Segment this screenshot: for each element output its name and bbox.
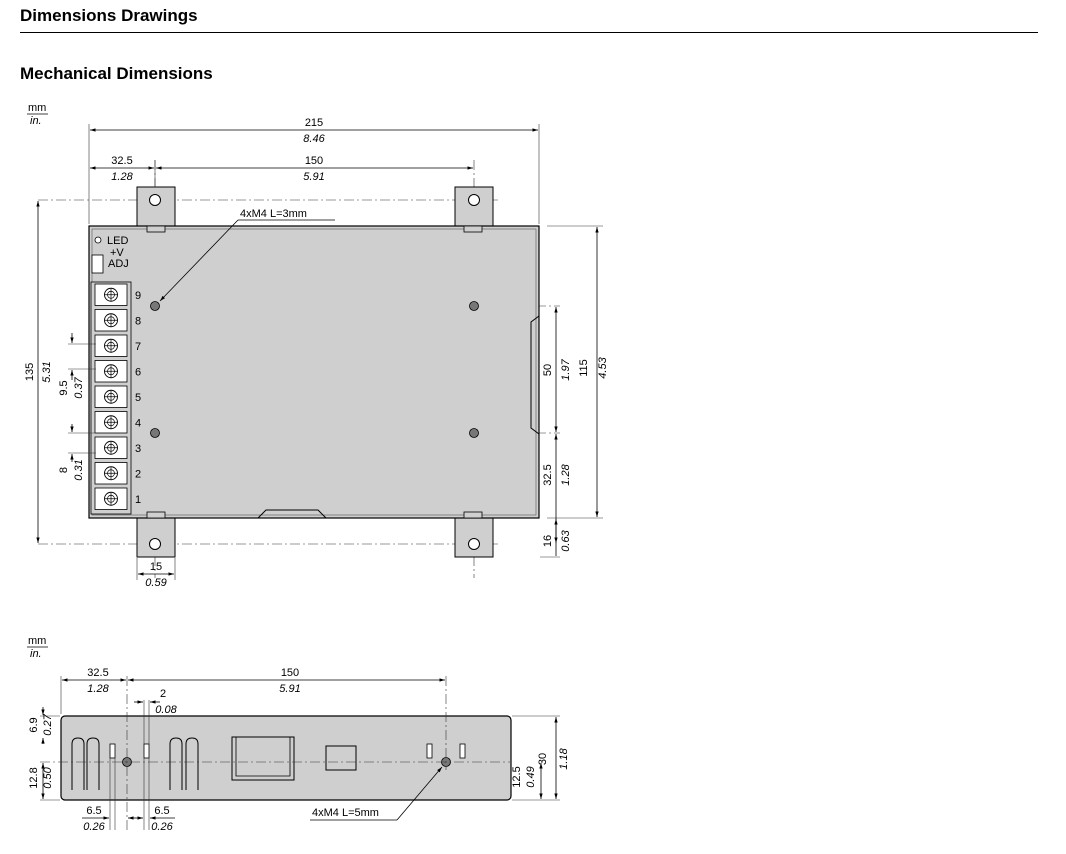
- terminal-number-label: 1: [135, 494, 141, 506]
- side-dim-offset-left-in: 1.28: [87, 683, 109, 695]
- dim-hole-spacing-mm: 150: [305, 155, 323, 167]
- dim-hole-vertical-in: 1.97: [560, 358, 572, 380]
- terminal-number-label: 6: [135, 366, 141, 378]
- dim-overall-height-mm: 135: [24, 363, 36, 381]
- dim-hole-spacing-in: 5.91: [303, 171, 324, 183]
- mounting-flange: [136, 186, 494, 558]
- dim-flange-width-mm: 15: [150, 561, 162, 573]
- adj-label: ADJ: [108, 258, 129, 270]
- terminal-number-label: 9: [135, 290, 141, 302]
- dim-body-height-in: 4.53: [597, 356, 609, 378]
- terminal-number-label: 3: [135, 443, 141, 455]
- section-heading: Mechanical Dimensions: [20, 64, 213, 83]
- led-label: LED: [107, 235, 128, 247]
- side-dim-total-height-in: 1.18: [558, 747, 570, 769]
- connector-outline: [231, 736, 295, 781]
- side-dim-total-height-mm: 30: [537, 753, 549, 765]
- side-dim-hole-height-right-in: 0.49: [525, 766, 537, 787]
- unit-inch-label: in.: [30, 648, 42, 660]
- side-view: mm in. 32.5 1.28 150 5.91: [27, 635, 570, 833]
- side-dim-top-offset-in: 0.27: [42, 713, 54, 735]
- dim-overall-height-in: 5.31: [41, 361, 53, 382]
- dim-terminal-offset-mm: 8: [58, 467, 70, 473]
- adj-v-label: +V: [110, 247, 124, 259]
- title-divider: [20, 32, 1038, 33]
- side-dim-slot-right-in: 0.26: [151, 821, 173, 833]
- adj-potentiometer-icon: [91, 254, 104, 274]
- side-dim-top-offset-mm: 6.9: [28, 717, 40, 732]
- unit-mm-label: mm: [28, 635, 46, 647]
- dim-body-height-mm: 115: [578, 359, 590, 377]
- dim-offset-left-mm: 32.5: [111, 155, 132, 167]
- side-dim-hole-height-left-mm: 12.8: [28, 767, 40, 788]
- side-dim-hole-spacing-in: 5.91: [279, 683, 300, 695]
- unit-inch-label: in.: [30, 115, 42, 127]
- side-screw-callout: 4xM4 L=5mm: [312, 807, 379, 819]
- side-dim-slot-left-mm: 6.5: [86, 805, 101, 817]
- label-window: [325, 745, 357, 771]
- screw-hole-icon: [150, 301, 479, 438]
- side-dim-hole-spacing-mm: 150: [281, 667, 299, 679]
- dim-flange-offset-in: 0.63: [560, 529, 572, 551]
- psu-side-body: [60, 715, 512, 801]
- dim-hole-vertical-mm: 50: [542, 364, 554, 376]
- terminal-number-label: 5: [135, 392, 141, 404]
- terminal-number-label: 7: [135, 341, 141, 353]
- terminal-block: 9 8 7 6 5 4 3 2 1: [90, 281, 141, 515]
- dim-flange-offset-mm: 16: [542, 535, 554, 547]
- dim-overall-width-in: 8.46: [303, 133, 325, 145]
- dim-flange-width-in: 0.59: [145, 577, 166, 589]
- dim-terminal-pitch-in: 0.37: [73, 376, 85, 398]
- dim-terminal-offset-in: 0.31: [73, 459, 85, 480]
- dim-offset-left-in: 1.28: [111, 171, 133, 183]
- led-indicator-icon: [94, 236, 102, 244]
- dim-hole-bottom-mm: 32.5: [542, 464, 554, 485]
- unit-mm-label: mm: [28, 102, 46, 114]
- vent-slot-icon: [71, 737, 199, 790]
- dim-terminal-pitch-mm: 9.5: [58, 380, 70, 395]
- psu-body: [88, 225, 540, 519]
- terminal-number-label: 8: [135, 315, 141, 327]
- top-view: mm in.: [24, 102, 609, 589]
- side-dim-offset-left-mm: 32.5: [87, 667, 108, 679]
- side-dim-slot-right-mm: 6.5: [154, 805, 169, 817]
- dim-hole-bottom-in: 1.28: [560, 463, 572, 485]
- screw-callout: 4xM4 L=3mm: [240, 208, 307, 220]
- side-dim-slot-left-in: 0.26: [83, 821, 105, 833]
- terminal-number-label: 4: [135, 417, 141, 429]
- terminal-number-label: 2: [135, 468, 141, 480]
- page-title: Dimensions Drawings: [20, 6, 198, 25]
- side-dim-hole-height-right-mm: 12.5: [511, 766, 523, 787]
- side-dim-slot-gap-mm: 2: [160, 688, 166, 700]
- side-dim-slot-gap-in: 0.08: [155, 704, 177, 716]
- side-dim-hole-height-left-in: 0.50: [42, 766, 54, 788]
- dim-overall-width-mm: 215: [305, 117, 323, 129]
